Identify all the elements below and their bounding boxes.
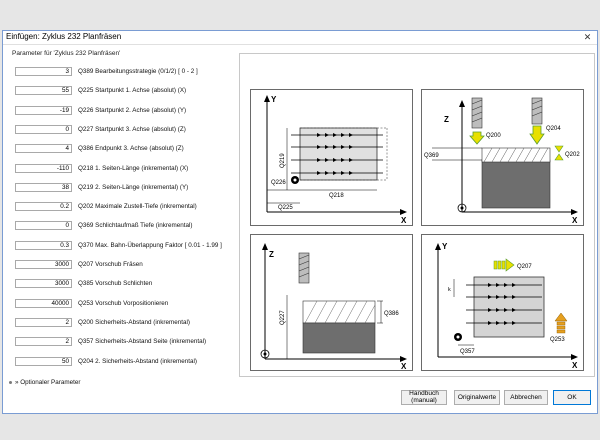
handbuch-button[interactable]: Handbuch (manual) <box>401 390 447 405</box>
param-label: Q370 Max. Bahn-Überlappung Faktor [ 0.01… <box>78 241 222 249</box>
param-label: Q386 Endpunkt 3. Achse (absolut) (Z) <box>78 145 184 153</box>
optional-params-toggle[interactable]: » Optionaler Parameter <box>9 379 80 386</box>
param-value-input[interactable] <box>15 202 72 212</box>
diagram-area: Y X Q219 <box>239 53 595 377</box>
dim-q226: Q226 <box>271 180 286 186</box>
dim-q200: Q200 <box>486 133 501 139</box>
param-value-input[interactable] <box>15 124 72 134</box>
param-value-input[interactable] <box>15 105 72 115</box>
param-value-input[interactable] <box>15 279 72 289</box>
dim-q357: Q357 <box>460 349 475 355</box>
dim-q253: Q253 <box>550 337 565 343</box>
param-label: Q202 Maximale Zustell-Tiefe (inkremental… <box>78 203 197 211</box>
bullet-icon <box>9 380 12 384</box>
param-value-input[interactable] <box>15 317 72 327</box>
dim-q369: Q369 <box>424 153 439 159</box>
dim-q225: Q225 <box>278 205 293 211</box>
param-value-input[interactable] <box>15 356 72 366</box>
param-value-input[interactable] <box>15 67 72 76</box>
dim-q202: Q202 <box>565 152 580 158</box>
dim-q219: Q219 <box>280 153 286 168</box>
optional-params-label: » Optionaler Parameter <box>15 379 81 386</box>
diagram-side-view: Z X Q200 Q204 Q202 Q369 <box>421 89 584 226</box>
param-label: Q219 2. Seiten-Länge (inkremental) (Y) <box>78 183 189 191</box>
axis-x-label: X <box>401 362 407 370</box>
dialog-window: Einfügen: Zyklus 232 Planfräsen ✕ Parame… <box>2 30 598 414</box>
dim-q207: Q207 <box>517 264 532 270</box>
axis-x-label: X <box>401 216 407 225</box>
param-label: Q226 Startpunkt 2. Achse (absolut) (Y) <box>78 106 187 114</box>
param-label: Q207 Vorschub Fräsen <box>78 261 143 268</box>
param-value-input[interactable] <box>15 182 72 192</box>
handbuch-button-line1: Handbuch <box>409 390 439 397</box>
param-value-input[interactable] <box>15 240 72 250</box>
param-label: Q357 Sicherheits-Abstand Seite (inkremen… <box>78 338 207 346</box>
param-value-input[interactable] <box>15 298 72 308</box>
axis-z-label: Z <box>269 250 274 259</box>
param-value-input[interactable] <box>15 260 72 269</box>
diagram-feed-view: Y X k <box>421 234 584 371</box>
param-value-input[interactable] <box>15 86 72 96</box>
axis-x-label: X <box>572 216 578 225</box>
handbuch-button-line2: (manual) <box>411 396 437 404</box>
dim-q204: Q204 <box>546 126 561 132</box>
axis-x-label: X <box>572 361 578 370</box>
param-label: Q218 1. Seiten-Länge (inkremental) (X) <box>78 164 189 172</box>
param-value-input[interactable] <box>15 337 72 347</box>
param-value-input[interactable] <box>15 144 72 154</box>
param-value-input[interactable] <box>15 221 72 231</box>
param-label: Q204 2. Sicherheits-Abstand (inkremental… <box>78 357 197 365</box>
axis-y-label: Y <box>271 95 277 104</box>
diagram-depth-view-svg: Z X Q227 Q386 <box>260 243 407 371</box>
param-label: Q200 Sicherheits-Abstand (inkremental) <box>78 318 190 326</box>
param-label: Q385 Vorschub Schlichten <box>78 280 153 288</box>
diagram-feed-view-svg: Y X k <box>435 242 578 370</box>
window-title: Einfügen: Zyklus 232 Planfräsen <box>6 32 122 41</box>
param-label: Q225 Startpunkt 1. Achse (absolut) (X) <box>78 87 187 95</box>
param-label: Q253 Vorschub Vorpositionieren <box>78 299 169 307</box>
diagram-depth-view: Z X Q227 Q386 <box>250 234 413 371</box>
axis-y-label: Y <box>442 242 448 251</box>
dim-k: k <box>448 287 451 293</box>
title-bar[interactable]: Einfügen: Zyklus 232 Planfräsen ✕ <box>3 31 597 45</box>
diagram-side-view-svg: Z X Q200 Q204 Q202 Q369 <box>424 97 580 225</box>
param-value-input[interactable] <box>15 163 72 173</box>
originalwerte-button[interactable]: Originalwerte <box>454 390 500 405</box>
diagram-top-view: Y X Q219 <box>250 89 413 226</box>
close-icon[interactable]: ✕ <box>583 32 592 42</box>
axis-z-label: Z <box>444 115 449 124</box>
param-label: Q369 Schlichtaufmaß Tiefe (inkremental) <box>78 222 193 230</box>
diagram-top-view-svg: Y X Q219 <box>264 95 407 225</box>
params-caption: Parameter für 'Zyklus 232 Planfräsen' <box>12 50 121 57</box>
dim-q386: Q386 <box>384 311 399 317</box>
ok-button[interactable]: OK <box>553 390 591 405</box>
abbrechen-button[interactable]: Abbrechen <box>504 390 548 405</box>
param-label: Q227 Startpunkt 3. Achse (absolut) (Z) <box>78 125 186 133</box>
param-label: Q389 Bearbeitungsstrategie (0/1/2) [ 0 -… <box>78 68 198 75</box>
dim-q218: Q218 <box>329 193 344 199</box>
dim-q227: Q227 <box>280 310 286 325</box>
